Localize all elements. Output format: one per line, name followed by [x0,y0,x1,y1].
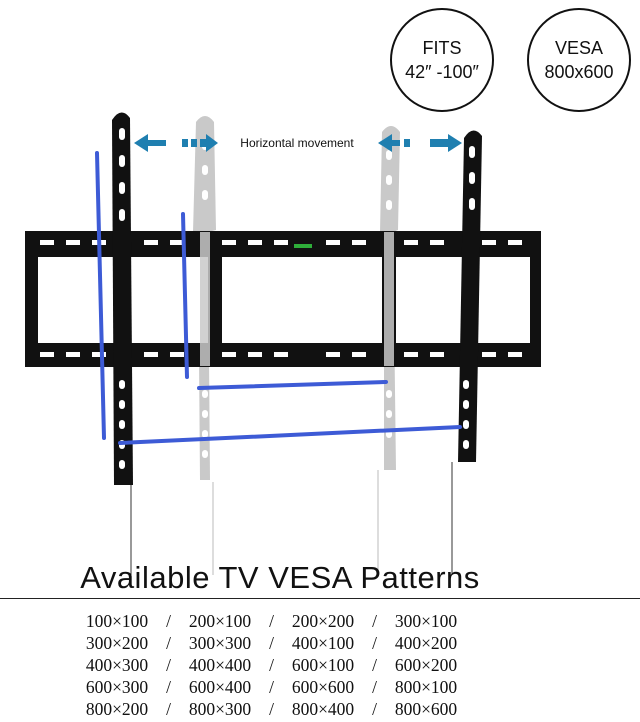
pattern-cell: 400×100 [291,633,355,653]
pattern-cell: 400×400 [188,655,252,675]
pattern-cell: 300×200 [85,633,149,653]
pattern-cell: 400×200 [394,633,458,653]
pattern-cell: 800×400 [291,699,355,719]
pattern-separator: / [269,633,274,653]
pattern-separator: / [166,699,171,719]
pattern-cell: 600×100 [291,655,355,675]
pattern-cell: 600×200 [394,655,458,675]
fits-badge-range: 42″ -100″ [405,62,479,82]
bottom-slots [40,352,522,357]
arm-right [458,130,482,462]
pattern-separator: / [372,677,377,697]
pattern-separator: / [372,611,377,631]
pattern-cell: 800×600 [394,699,458,719]
arrow-right [378,134,462,152]
fits-badge-label: FITS [422,38,462,58]
pattern-cell: 800×200 [85,699,149,719]
vesa-badge-value: 800x600 [544,62,614,82]
pattern-cell: 600×600 [291,677,355,697]
pattern-row: 300×200 / 300×300 / 400×100 / 400×200 [78,632,498,654]
pattern-row: 800×200 / 800×300 / 800×400 / 800×600 [78,698,498,720]
pattern-row: 600×300 / 600×400 / 600×600 / 800×100 [78,676,498,698]
vesa-line-vertical-inner [181,212,189,379]
hanging-wires [130,462,453,575]
pattern-row: 400×300 / 400×400 / 600×100 / 600×200 [78,654,498,676]
fits-size-badge: FITS 42″ -100″ [390,8,494,112]
pattern-cell: 400×300 [85,655,149,675]
arrow-left [134,134,218,152]
pattern-separator: / [269,699,274,719]
vesa-line-vertical-outer [95,151,106,440]
window-center [222,257,382,343]
pattern-cell: 200×200 [291,611,355,631]
pattern-separator: / [269,611,274,631]
ghost-arm-right-mid [384,232,394,366]
vesa-line-horizontal-outer [118,425,462,445]
pattern-separator: / [372,633,377,653]
pattern-cell: 800×300 [188,699,252,719]
pattern-separator: / [372,655,377,675]
vesa-badge-label: VESA [554,38,604,58]
pattern-cell: 600×400 [188,677,252,697]
vesa-lines [95,151,462,445]
pattern-cell: 200×100 [188,611,252,631]
title-divider [0,598,640,599]
pattern-separator: / [372,699,377,719]
bubble-level [294,244,312,248]
pattern-cell: 600×300 [85,677,149,697]
pattern-separator: / [269,677,274,697]
pattern-separator: / [166,633,171,653]
pattern-separator: / [269,655,274,675]
tv-mount-diagram [25,112,541,575]
pattern-cell: 300×300 [188,633,252,653]
vesa-max-badge: VESA 800x600 [527,8,631,112]
pattern-cell: 300×100 [394,611,458,631]
patterns-title: Available TV VESA Patterns [80,560,480,595]
ghost-arm-left-mid [200,232,210,366]
pattern-cell: 800×100 [394,677,458,697]
pattern-separator: / [166,611,171,631]
pattern-separator: / [166,655,171,675]
vesa-line-horizontal-inner [197,380,388,390]
pattern-separator: / [166,677,171,697]
arm-left [112,112,133,485]
pattern-cell: 100×100 [85,611,149,631]
pattern-row: 100×100 / 200×100 / 200×200 / 300×100 [78,610,498,632]
horizontal-movement-label: Horizontal movement [240,136,354,150]
